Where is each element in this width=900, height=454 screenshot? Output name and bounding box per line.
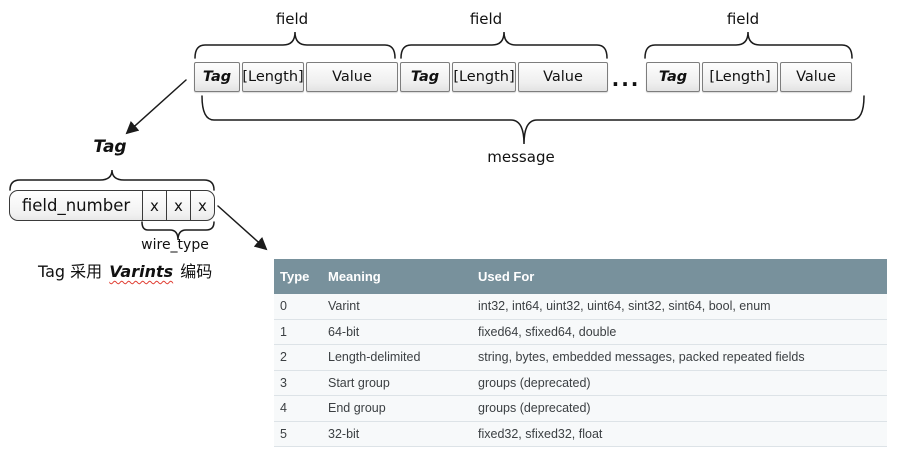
field-brace-3 [644,31,853,59]
note-prefix: Tag 采用 [38,262,108,281]
message-label: message [487,148,555,166]
cell-usedfor: string, bytes, embedded messages, packed… [478,350,805,365]
field-label-3: field [726,10,760,28]
message-brace [201,95,865,145]
wire-type-table-arrow [217,205,268,251]
field-label-2: field [469,10,503,28]
cell-meaning: 64-bit [328,324,360,339]
note-emphasis: Varints [109,262,174,281]
cell-meaning: Start group [328,375,390,390]
cell-type: 1 [280,324,287,339]
cell-usedfor: groups (deprecated) [478,375,591,390]
value-cell: Value [518,62,608,92]
col-header-usedfor: Used For [478,269,535,284]
wire-type-table: Type Meaning Used For 0 Varint int32, in… [274,259,887,447]
field-number-label: field_number [21,196,131,215]
length-cell: [Length] [242,62,304,92]
col-header-type: Type [280,269,310,284]
table-row-5: 5 32-bit fixed32, sfixed32, float [274,421,887,447]
field-brace-1 [194,31,396,59]
table-row-1: 1 64-bit fixed64, sfixed64, double [274,319,887,345]
tag-brace [9,169,215,191]
table-row-0: 0 Varint int32, int64, uint32, uint64, s… [274,294,887,320]
cell-usedfor: groups (deprecated) [478,401,591,416]
cell-usedfor: int32, int64, uint32, uint64, sint32, si… [478,299,771,314]
tag-cell: Tag [646,62,700,92]
length-cell: [Length] [702,62,778,92]
table-row-4: 4 End group groups (deprecated) [274,396,887,422]
table-row-3: 3 Start group groups (deprecated) [274,370,887,396]
cell-type: 2 [280,350,287,365]
cell-type: 5 [280,426,287,441]
cell-usedfor: fixed32, sfixed32, float [478,426,603,441]
tag-cell: Tag [400,62,450,92]
tag-structure-box: field_number x x x [9,190,215,221]
cell-meaning: Varint [328,299,360,314]
wire-type-label: wire_type [141,237,209,253]
cell-type: 4 [280,401,287,416]
tag-pointer-label: Tag [93,137,127,157]
wire-type-bit-cell-3: x [190,191,214,220]
wire-type-bit-cell-1: x [142,191,166,220]
cell-usedfor: fixed64, sfixed64, double [478,324,617,339]
tag-pointer-arrow [125,79,187,135]
cell-meaning: Length-delimited [328,350,421,365]
length-cell: [Length] [452,62,516,92]
cell-type: 3 [280,375,287,390]
cell-type: 0 [280,299,287,314]
value-cell: Value [306,62,398,92]
wire-type-bit-cell-2: x [166,191,190,220]
field-group-2: Tag [Length] Value [400,62,608,92]
table-header-row: Type Meaning Used For [274,259,887,294]
col-header-meaning: Meaning [328,269,381,284]
note-suffix: 编码 [175,262,213,281]
tag-cell: Tag [194,62,240,92]
field-group-3: Tag [Length] Value [646,62,852,92]
field-group-1: Tag [Length] Value [194,62,398,92]
varint-note: Tag 采用 Varints 编码 [38,258,212,282]
cell-meaning: 32-bit [328,426,360,441]
field-brace-2 [400,31,608,59]
table-row-2: 2 Length-delimited string, bytes, embedd… [274,345,887,371]
value-cell: Value [780,62,852,92]
cell-meaning: End group [328,401,386,416]
ellipsis: ... [611,67,641,91]
field-label-1: field [275,10,309,28]
